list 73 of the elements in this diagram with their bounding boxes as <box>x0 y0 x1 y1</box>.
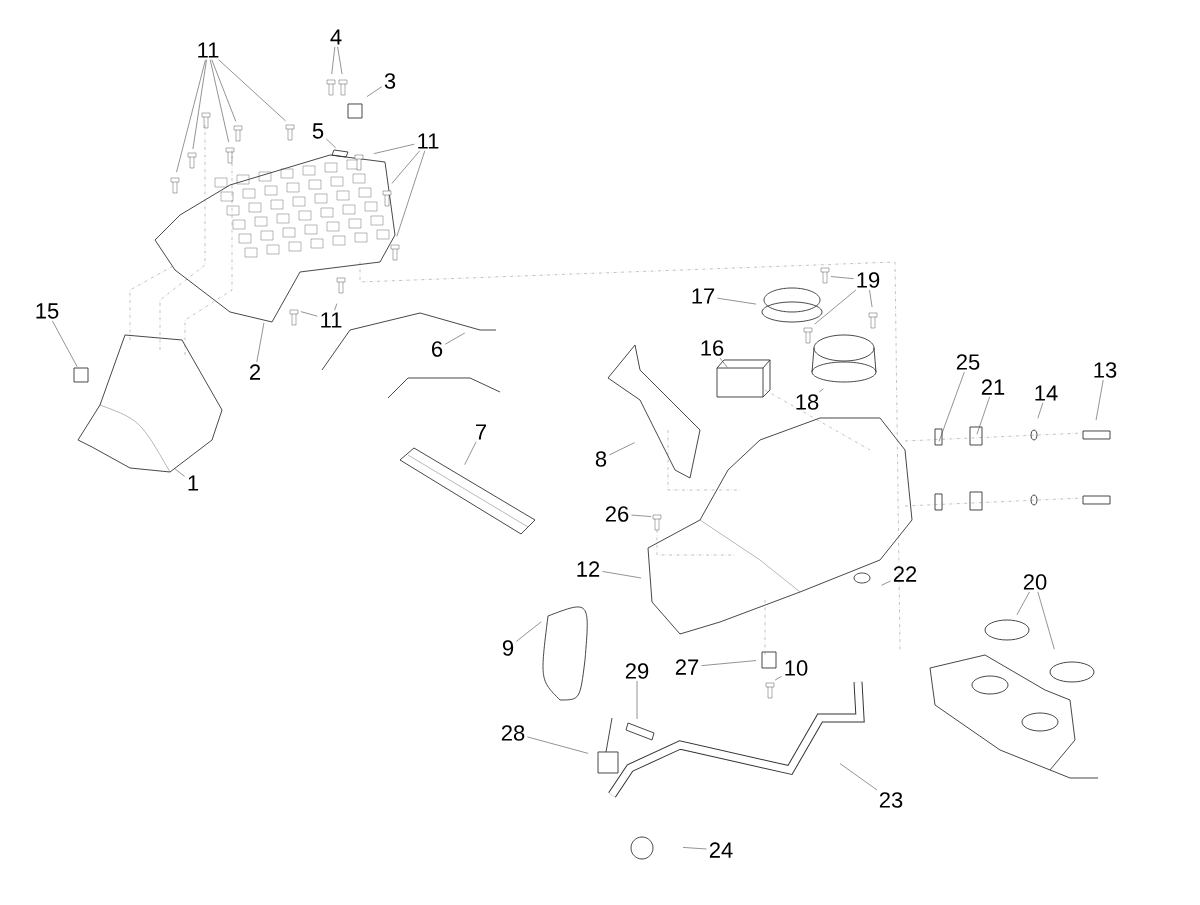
leader-line <box>527 736 589 754</box>
leader-line <box>1037 591 1055 650</box>
leader-line <box>218 59 286 122</box>
leader-line <box>192 59 207 150</box>
leader-line <box>300 311 318 317</box>
leader-line <box>830 276 854 279</box>
leader-line <box>331 46 336 75</box>
leader-line <box>211 59 237 122</box>
leader-line <box>391 150 420 184</box>
leader-line <box>717 297 757 305</box>
leader-line <box>839 763 878 791</box>
callout-number: 9 <box>502 640 514 656</box>
callout-number: 24 <box>709 842 733 858</box>
callout-number: 23 <box>879 792 903 808</box>
callout-number: 21 <box>981 379 1005 395</box>
callout-number: 17 <box>692 288 715 304</box>
leader-line <box>869 289 873 308</box>
leader-line <box>1095 379 1104 421</box>
leader-line <box>516 621 542 642</box>
callout-number: 28 <box>501 725 525 741</box>
callout-number: 11 <box>198 42 219 58</box>
callout-number: 16 <box>701 340 724 356</box>
leader-line <box>373 143 415 154</box>
leader-line <box>334 303 338 311</box>
callout-number: 6 <box>432 341 443 357</box>
callout-number: 11 <box>321 312 342 328</box>
leader-line <box>176 59 206 173</box>
leader-line <box>774 676 782 681</box>
callout-number: 29 <box>625 663 649 679</box>
callout-number: 20 <box>1023 574 1047 590</box>
leader-line <box>174 468 185 477</box>
callout-number: 10 <box>785 660 808 676</box>
leader-line <box>366 86 382 97</box>
leader-line <box>1016 591 1030 616</box>
leader-line <box>819 388 824 393</box>
leader-line <box>609 442 635 456</box>
leader-line <box>976 396 990 435</box>
leader-line <box>1037 402 1044 419</box>
leader-line <box>464 441 477 465</box>
leader-line <box>326 138 336 149</box>
leader-line <box>881 580 891 586</box>
leader-line <box>938 371 965 442</box>
callout-number: 1 <box>188 475 199 491</box>
leader-line <box>636 680 638 720</box>
callout-number: 5 <box>312 123 324 139</box>
leader-line <box>445 332 466 345</box>
callout-number: 14 <box>1035 385 1058 401</box>
leader-line <box>396 150 426 237</box>
callout-number: 18 <box>796 394 819 410</box>
callout-number: 3 <box>384 73 396 89</box>
leader-line <box>256 322 265 363</box>
leader-line <box>209 59 229 143</box>
leader-line <box>814 289 857 325</box>
leader-line <box>631 514 652 517</box>
callout-number: 13 <box>1094 362 1117 378</box>
leader-line <box>52 320 78 368</box>
callout-number: 7 <box>476 424 486 440</box>
callout-number: 4 <box>330 29 342 45</box>
callout-number: 25 <box>956 354 980 370</box>
callout-number: 15 <box>36 303 59 319</box>
callout-number: 11 <box>418 133 439 149</box>
leader-line <box>602 571 642 579</box>
callout-number: 12 <box>577 561 600 577</box>
callout-number: 27 <box>675 659 699 675</box>
leader-line <box>701 660 757 666</box>
callout-number: 2 <box>250 364 261 380</box>
callout-number: 8 <box>595 451 607 467</box>
leader-line <box>719 357 728 368</box>
callout-number: 19 <box>857 272 880 288</box>
callout-number: 26 <box>605 506 629 522</box>
callout-number: 22 <box>893 566 917 582</box>
leader-line <box>337 46 343 75</box>
leader-line <box>682 847 707 850</box>
